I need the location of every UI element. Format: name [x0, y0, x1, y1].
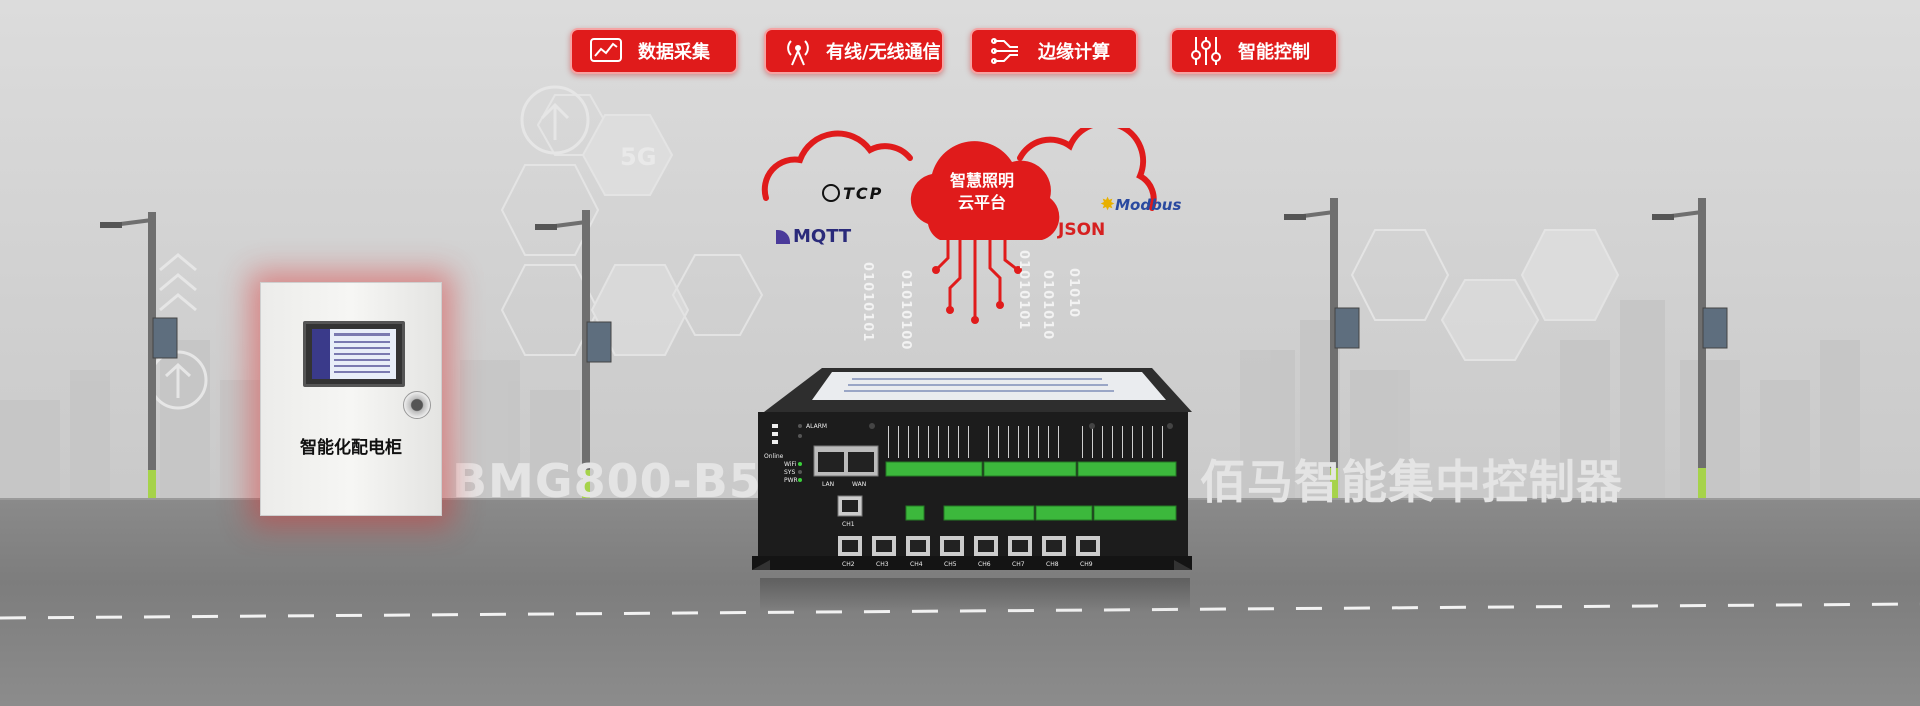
mqtt-wave-icon	[776, 230, 790, 244]
controller-device: ALARM Online WiFi SYS PWR LAN WAN CH1 CH…	[752, 368, 1192, 570]
indicator-pwr: PWR	[784, 477, 798, 484]
binary-stream: 01010	[1066, 268, 1081, 319]
cloud-graphic	[761, 128, 1157, 324]
lane-markings	[0, 602, 1920, 620]
port-ch4: CH4	[910, 561, 923, 568]
port-ch5: CH5	[944, 561, 957, 568]
json-logo: JSON	[1058, 220, 1106, 240]
cabinet-label: 智能化配电柜	[300, 438, 402, 458]
cloud-line-1: 智慧照明	[949, 171, 1014, 190]
tcp-circle-icon	[822, 184, 840, 202]
cabinet-screen-display	[312, 329, 396, 379]
port-wan: WAN	[852, 481, 866, 488]
binary-stream: 01010101	[1016, 250, 1031, 331]
cloud-line-2: 云平台	[957, 193, 1006, 212]
svg-text:5G: 5G	[620, 143, 656, 171]
mqtt-label: MQTT	[793, 226, 852, 247]
mqtt-logo: MQTT	[776, 226, 851, 247]
feature-edge-computing[interactable]: 边缘计算	[970, 28, 1138, 74]
feature-communication[interactable]: 有线/无线通信	[764, 28, 944, 74]
binary-stream: 01010100	[898, 270, 913, 351]
modbus-label: Modbus	[1115, 196, 1182, 214]
chart-line-icon	[586, 31, 626, 71]
port-lan: LAN	[822, 481, 834, 488]
port-ch8: CH8	[1046, 561, 1059, 568]
feature-label: 数据采集	[638, 42, 710, 63]
port-ch9: CH9	[1080, 561, 1093, 568]
indicator-online: Online	[764, 453, 784, 460]
binary-stream: 0101010	[1040, 270, 1055, 341]
tcp-label: TCP	[843, 184, 884, 203]
model-watermark: BMG800-B5	[452, 454, 762, 508]
feature-label: 边缘计算	[1038, 42, 1110, 63]
feature-label: 有线/无线通信	[826, 42, 941, 63]
product-watermark: 佰马智能集中控制器	[1200, 455, 1623, 509]
port-ch3: CH3	[876, 561, 889, 568]
cloud-platform-label: 智慧照明 云平台	[932, 170, 1032, 214]
binary-stream: 01010101	[860, 262, 875, 343]
port-ch2: CH2	[842, 561, 855, 568]
modbus-star-icon: ✸	[1100, 194, 1116, 215]
city-skyline	[0, 300, 1860, 510]
decorative-hexagons: 5G	[148, 85, 1620, 410]
indicator-sys: SYS	[784, 469, 795, 476]
device-reflection	[760, 578, 1190, 612]
port-ch7: CH7	[1012, 561, 1025, 568]
indicator-wifi: WiFi	[784, 461, 796, 468]
modbus-logo: ✸Modbus	[1100, 194, 1181, 215]
lock-icon	[403, 391, 431, 419]
cabinet-screen	[303, 321, 405, 387]
feature-smart-control[interactable]: 智能控制	[1170, 28, 1338, 74]
feature-data-collection[interactable]: 数据采集	[570, 28, 738, 74]
sliders-icon	[1186, 31, 1226, 71]
wireless-tower-icon	[778, 31, 818, 71]
port-ch1: CH1	[842, 521, 855, 528]
distribution-cabinet: 智能化配电柜	[260, 282, 442, 516]
port-ch6: CH6	[978, 561, 991, 568]
indicator-alarm: ALARM	[806, 423, 827, 430]
circuit-icon	[986, 31, 1026, 71]
feature-label: 智能控制	[1238, 42, 1310, 63]
tcp-logo: TCP	[822, 184, 883, 203]
